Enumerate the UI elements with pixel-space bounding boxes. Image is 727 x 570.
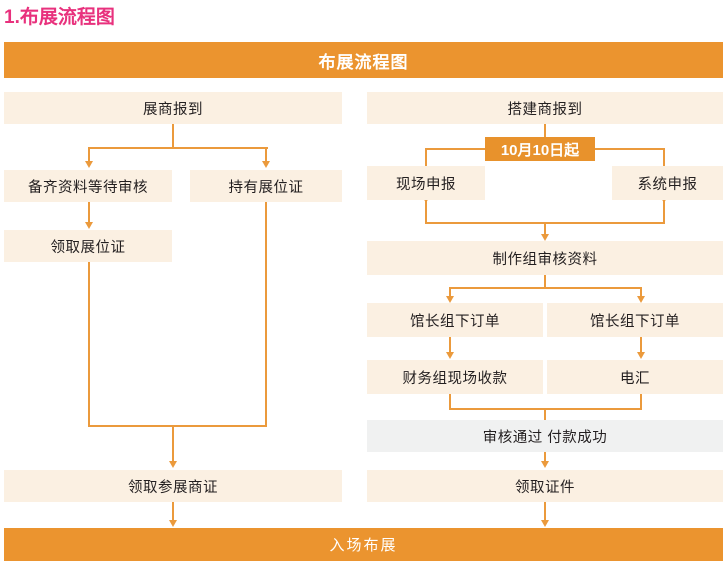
arrow-to-r5b: [636, 352, 645, 359]
node-prepare-documents: 备齐资料等待审核: [4, 170, 172, 202]
arrow-to-l4: [168, 461, 177, 468]
node-collect-exhibitor-badge: 领取参展商证: [4, 470, 342, 502]
node-order-right: 馆长组下订单: [547, 303, 723, 337]
node-production-review: 制作组审核资料: [367, 241, 723, 275]
connector-r3-stem: [544, 275, 546, 289]
node-collect-booth-pass: 领取展位证: [4, 230, 172, 262]
badge-start-date: 10月10日起: [485, 137, 595, 161]
footer-banner: 入场布展: [4, 528, 723, 561]
connector-l1-stem: [172, 124, 174, 149]
connector-r7-to-footer: [544, 502, 546, 522]
connector-r5a-down: [449, 394, 451, 410]
connector-r4b-drop: [640, 287, 642, 298]
connector-r4a-drop: [449, 287, 451, 298]
connector-r2a-down: [425, 200, 427, 224]
arrow-to-l2a: [84, 161, 93, 168]
connector-l4-to-footer: [172, 502, 174, 522]
node-onsite-application: 现场申报: [367, 166, 485, 200]
connector-r2-merge-drop: [544, 222, 546, 236]
connector-l2a-to-l3: [88, 202, 90, 224]
arrow-to-r4b: [636, 296, 645, 303]
node-order-left: 馆长组下订单: [367, 303, 543, 337]
connector-left-merge-drop: [172, 425, 174, 463]
connector-l2a-drop: [88, 147, 90, 163]
arrow-right-to-footer: [540, 520, 549, 527]
arrow-to-r7: [540, 461, 549, 468]
node-wire-transfer: 电汇: [547, 360, 723, 394]
connector-r5-merge-drop: [544, 408, 546, 422]
arrow-to-r4a: [445, 296, 454, 303]
header-banner: 布展流程图: [4, 42, 723, 78]
node-system-application: 系统申报: [612, 166, 723, 200]
connector-r5b-down: [640, 394, 642, 410]
node-exhibitor-checkin: 展商报到: [4, 92, 342, 124]
connector-r1-stem: [544, 124, 546, 140]
arrow-to-l2b: [261, 161, 270, 168]
arrow-to-r3: [540, 234, 549, 241]
connector-r4b-to-r5b: [640, 337, 642, 354]
arrow-left-to-footer: [168, 520, 177, 527]
node-contractor-checkin: 搭建商报到: [367, 92, 723, 124]
connector-l3-long: [88, 262, 90, 427]
connector-r4a-to-r5a: [449, 337, 451, 354]
node-approved-paid: 审核通过 付款成功: [367, 420, 723, 452]
page-title: 1.布展流程图: [4, 7, 115, 28]
arrow-to-l3: [84, 222, 93, 229]
connector-l1-split: [88, 147, 268, 149]
node-collect-credentials: 领取证件: [367, 470, 723, 502]
connector-r3-split: [449, 287, 642, 289]
node-has-booth-pass: 持有展位证: [190, 170, 342, 202]
connector-left-merge: [88, 425, 267, 427]
connector-r6-to-r7: [544, 452, 546, 464]
arrow-to-r5a: [445, 352, 454, 359]
connector-l2b-long: [265, 202, 267, 427]
connector-r2b-down: [663, 200, 665, 224]
connector-l2b-drop: [265, 147, 267, 163]
node-finance-onsite-payment: 财务组现场收款: [367, 360, 543, 394]
